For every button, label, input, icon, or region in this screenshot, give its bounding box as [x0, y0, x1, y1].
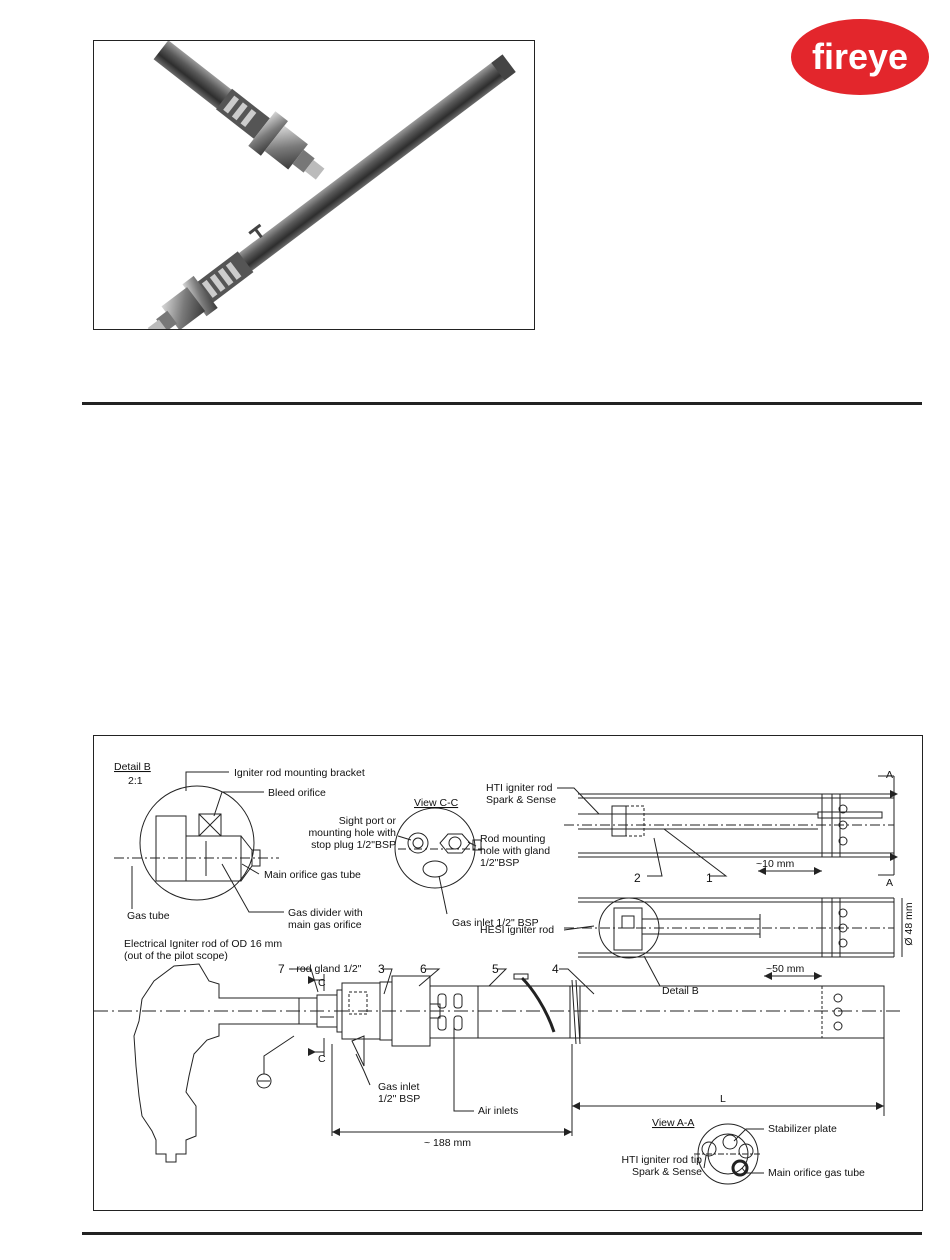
label-num-1: 1	[706, 871, 713, 885]
label-dim-50: ~50 mm	[766, 963, 804, 975]
label-section-c-top: C	[318, 977, 326, 989]
label-view-aa: View A-A	[652, 1117, 694, 1129]
label-gas-inlet-1: Gas inlet	[378, 1081, 420, 1093]
label-dim-10: ~10 mm	[756, 858, 794, 870]
label-num-2: 2	[634, 871, 641, 885]
label-elec-1: Electrical Igniter rod of OD 16 mm	[124, 938, 282, 950]
label-view-cc: View C-C	[414, 797, 459, 809]
label-section-c-bottom: C	[318, 1053, 326, 1065]
label-gas-divider-2: main gas orifice	[288, 919, 362, 931]
label-hti-tip-2: Spark & Sense	[632, 1166, 702, 1178]
label-gas-inlet-cc: Gas inlet 1/2" BSP	[452, 917, 539, 929]
label-hesi: HESI igniter rod	[480, 924, 554, 936]
detail-b-circle	[139, 785, 255, 901]
fireye-logo: fireye	[790, 18, 930, 96]
label-rod-mount-1: Rod mounting	[480, 833, 546, 845]
label-dim-188: ~ 188 mm	[424, 1137, 471, 1149]
label-rod-gland: - rod gland 1/2"	[290, 963, 362, 975]
label-num-7: 7	[278, 962, 285, 976]
label-gas-divider-1: Gas divider with	[288, 907, 363, 919]
detail-b-scale: 2:1	[128, 775, 143, 787]
label-hti-1: HTI igniter rod	[486, 782, 553, 794]
label-section-a-top: A	[886, 769, 893, 781]
logo-text: fireye	[812, 36, 908, 77]
label-sight-1: Sight port or	[339, 815, 397, 827]
detail-b-ref-circle	[598, 897, 660, 959]
label-main-orifice-tube: Main orifice gas tube	[264, 869, 361, 881]
detail-b-title: Detail B	[114, 761, 151, 773]
label-stabilizer: Stabilizer plate	[768, 1123, 837, 1135]
label-rod-mount-3: 1/2"BSP	[480, 857, 519, 869]
label-bleed-orifice: Bleed orifice	[268, 787, 326, 799]
label-gas-tube: Gas tube	[127, 910, 170, 922]
label-rod-mount-2: hole with gland	[480, 845, 550, 857]
view-cc-circle	[394, 807, 476, 889]
label-num-6: 6	[420, 962, 427, 976]
label-elec-2: (out of the pilot scope)	[124, 950, 228, 962]
label-sight-3: stop plug 1/2"BSP	[311, 839, 396, 851]
product-photo	[93, 40, 535, 338]
section-divider-bottom	[82, 1232, 922, 1235]
section-divider-top	[82, 402, 922, 405]
label-dim-l: L	[720, 1093, 726, 1105]
technical-drawing: Detail B 2:1 Igniter rod mounting bracke…	[93, 735, 923, 1211]
logo-ellipse	[791, 19, 929, 95]
label-main-orifice-aa: Main orifice gas tube	[768, 1167, 865, 1179]
pilot-burner-render	[147, 40, 516, 338]
label-dim-48: Ø 48 mm	[903, 902, 915, 945]
label-detail-b-ref: Detail B	[662, 985, 699, 997]
label-num-3: 3	[378, 962, 385, 976]
label-section-a-bottom: A	[886, 877, 893, 889]
label-gas-inlet-2: 1/2" BSP	[378, 1093, 420, 1105]
label-num-5: 5	[492, 962, 499, 976]
label-num-4: 4	[552, 962, 559, 976]
label-air-inlets: Air inlets	[478, 1105, 518, 1117]
label-hti-2: Spark & Sense	[486, 794, 556, 806]
label-sight-2: mounting hole with	[308, 827, 396, 839]
label-hti-tip-1: HTI igniter rod tip	[621, 1154, 702, 1166]
label-igniter-bracket: Igniter rod mounting bracket	[234, 767, 365, 779]
